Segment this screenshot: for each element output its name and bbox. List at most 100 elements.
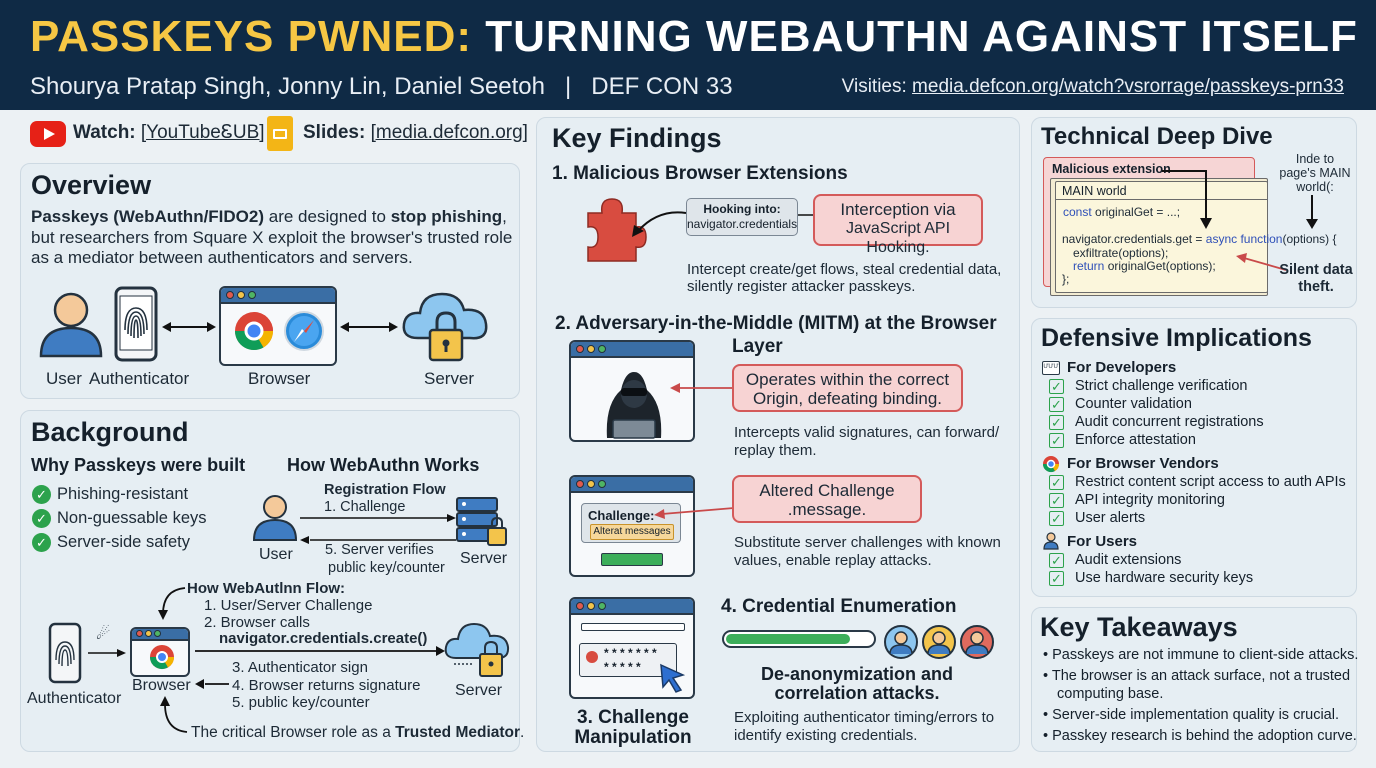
- takeaways-card: [1031, 607, 1357, 752]
- note-line-1: Inde to: [1295, 152, 1335, 166]
- f4-heading: 4. Credential Enumeration: [721, 596, 957, 617]
- password-box: * * * * * * * * * * * *: [579, 643, 677, 677]
- reg-arrows: [300, 514, 456, 544]
- page-title: PASSKEYS PWNED: TURNING WEBAUTHN AGAINST…: [30, 12, 1358, 61]
- f3-desc-2: values, enable replay attacks.: [734, 552, 932, 569]
- flow-step-3: 3. Authenticator sign: [232, 659, 368, 676]
- check-icon: ✓: [1049, 415, 1064, 430]
- note-arrow: [1306, 195, 1318, 229]
- f3-callout: Altered Challenge.message.: [732, 475, 922, 523]
- theft-line-2: theft.: [1298, 279, 1334, 295]
- f3-arrow: [654, 507, 735, 519]
- dev-heading: For Developers: [1067, 359, 1177, 376]
- user-badge-icon: [586, 651, 598, 663]
- browser-window-icon: [219, 286, 337, 366]
- flow-heading: How WebAutlnn Flow:: [187, 580, 346, 597]
- f4-sub-2: correlation attacks.: [774, 683, 940, 703]
- challenge-browser-icon: Challenge: Alterat messages: [569, 475, 695, 577]
- step-challenge: 1. Challenge: [324, 499, 406, 515]
- flow-step-2b: navigator.credentials.create(): [219, 630, 428, 647]
- check-icon: ✓: [1049, 379, 1064, 394]
- code-line-2: navigator.credentials.get = async functi…: [1062, 232, 1337, 246]
- hooking-box: Hooking into:navigator.credentials: [686, 198, 798, 236]
- submit-bar: [601, 553, 663, 566]
- check-icon: ✓: [1049, 475, 1064, 490]
- check-icon: ✓: [1049, 397, 1064, 412]
- dev-item: Audit concurrent registrations: [1075, 414, 1264, 430]
- overview-user-label: User: [46, 369, 82, 388]
- overview-heading: Overview: [31, 170, 152, 200]
- bg-footer: The critical Browser role as a Trusted M…: [191, 724, 525, 741]
- check-icon: ✓: [32, 485, 51, 504]
- bg-browser-label: Browser: [132, 677, 191, 694]
- reg-flow-label: Registration Flow: [324, 482, 446, 498]
- why-item: Non-guessable keys: [57, 509, 207, 527]
- f1-desc-2: silently register attacker passkeys.: [687, 278, 916, 295]
- theft-line-1: Silent data: [1279, 262, 1353, 278]
- check-icon: ✓: [1049, 553, 1064, 568]
- visit-link[interactable]: media.defcon.org/watch?vsrorrage/passkey…: [912, 76, 1344, 97]
- code-line-5: };: [1062, 272, 1070, 286]
- check-icon: ✓: [1049, 493, 1064, 508]
- defensive-card: [1031, 318, 1357, 597]
- youtube-icon: [30, 121, 66, 147]
- deepdive-heading: Technical Deep Dive: [1041, 123, 1273, 150]
- overview-server-label: Server: [424, 369, 475, 388]
- watch-link[interactable]: Watch: [YouTubeᏋUB]: [73, 122, 265, 143]
- takeaway-item: • Passkey research is behind the adoptio…: [1043, 728, 1357, 744]
- overview-authenticator-label: Authenticator: [89, 369, 190, 388]
- password-browser-icon: * * * * * * * * * * * *: [569, 597, 695, 699]
- user-circle-icon: [884, 625, 918, 659]
- header-banner: PASSKEYS PWNED: TURNING WEBAUTHN AGAINST…: [0, 0, 1376, 110]
- f2-desc-1: Intercepts valid signatures, can forward…: [734, 424, 1000, 441]
- f2-heading-1: 2. Adversary-in-the-Middle (MITM) at the…: [555, 313, 997, 334]
- overview-line-3: as a mediator between authenticators and…: [31, 248, 413, 267]
- small-cloud-lock-icon: [444, 622, 510, 677]
- flow-step-5: 5. public key/counter: [232, 694, 370, 711]
- takeaway-item-cont: computing base.: [1057, 686, 1164, 702]
- overview-browser-label: Browser: [248, 369, 311, 388]
- step-verify-2: public key/counter: [328, 560, 445, 576]
- enum-progress-fill: [726, 634, 851, 644]
- f2-desc-2: replay them.: [734, 442, 817, 459]
- hacker-browser-icon: [569, 340, 695, 442]
- note-line-3: world(:: [1296, 180, 1334, 194]
- slides-link[interactable]: Slides: [media.defcon.org]: [303, 122, 528, 143]
- f1-heading: 1. Malicious Browser Extensions: [552, 163, 848, 184]
- why-heading: Why Passkeys were built: [31, 455, 246, 475]
- challenge-box: Challenge: Alterat messages: [581, 503, 681, 543]
- phone-icon: [48, 622, 82, 684]
- flow-step-1: 1. User/Server Challenge: [204, 597, 373, 614]
- check-icon: ✓: [1049, 433, 1064, 448]
- small-browser-icon: [130, 627, 190, 677]
- f2-arrow: [670, 383, 734, 393]
- injection-arrow: [1162, 170, 1212, 229]
- why-item: Phishing-resistant: [57, 485, 189, 503]
- chrome-icon: [150, 645, 174, 670]
- cursor-icon: [660, 663, 686, 693]
- puzzle-piece-icon: [587, 198, 647, 262]
- how-heading: How WebAuthn Works: [287, 455, 480, 475]
- vendor-item: Restrict content script access to auth A…: [1075, 474, 1346, 490]
- vendor-item: User alerts: [1075, 510, 1146, 526]
- vendor-heading: For Browser Vendors: [1067, 455, 1219, 472]
- fingerprint-icon: ☄: [96, 626, 111, 643]
- f4-sub-1: De-anonymization and: [760, 664, 953, 684]
- bg-authenticator-label: Authenticator: [27, 690, 122, 707]
- check-icon: ✓: [32, 509, 51, 528]
- overview-line-2: but researchers from Square X exploit th…: [31, 228, 513, 247]
- user-circle-icon: [922, 625, 956, 659]
- user-circle-icon: [960, 625, 994, 659]
- takeaways-heading: Key Takeaways: [1040, 612, 1238, 642]
- curved-arrow-icon: [158, 587, 186, 620]
- phone-fingerprint-icon: [114, 286, 158, 362]
- flow-step-4: 4. Browser returns signature: [232, 677, 421, 694]
- f4-desc-1: Exploiting authenticator timing/errors t…: [734, 709, 995, 726]
- findings-heading: Key Findings: [552, 123, 722, 153]
- users-heading: For Users: [1067, 533, 1138, 550]
- hacker-icon: [606, 372, 662, 439]
- flow-step-2: 2. Browser calls: [204, 614, 310, 631]
- double-arrow-icon-2: [340, 322, 398, 332]
